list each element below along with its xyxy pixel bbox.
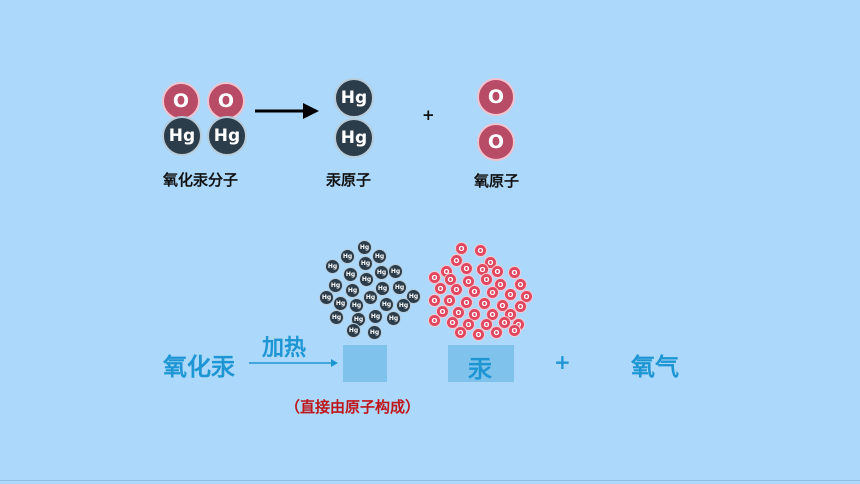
oxygen-atom: O: [162, 82, 200, 120]
mercury-atom: Hg: [375, 281, 390, 296]
oxygen-atom: O: [508, 266, 521, 279]
divider: [0, 480, 860, 481]
oxygen-atom-label: 氧原子: [474, 172, 520, 190]
mercury-atom: Hg: [357, 240, 372, 255]
oxygen-atom: O: [514, 278, 527, 291]
oxygen-atom: O: [474, 244, 487, 257]
mercury-atom: Hg: [328, 278, 343, 293]
mercury-atom: Hg: [329, 310, 344, 325]
oxygen-atom: O: [508, 324, 521, 337]
oxygen-atom: O: [434, 282, 447, 295]
reactant-mercury-oxide: 氧化汞: [163, 353, 235, 381]
oxygen-atom: O: [428, 294, 441, 307]
mercury-atom: Hg: [343, 267, 358, 282]
mercury-product-box: [448, 345, 514, 382]
mercury-atom: Hg: [379, 297, 394, 312]
mercury-atom: Hg: [162, 116, 202, 156]
mercury-atom: Hg: [368, 309, 383, 324]
note-made-of-atoms: （直接由原子构成）: [285, 398, 421, 416]
oxygen-atom: O: [446, 316, 459, 329]
mercury-atom: Hg: [333, 296, 348, 311]
oxygen-atom: O: [520, 290, 533, 303]
mercury-atom: Hg: [334, 118, 374, 158]
mercury-oxide-molecule-label: 氧化汞分子: [163, 171, 239, 189]
oxygen-atom: O: [472, 328, 485, 341]
oxygen-atom: O: [480, 273, 493, 286]
product-mercury: 汞: [468, 355, 492, 383]
oxygen-atom: O: [490, 326, 503, 339]
mercury-atom: Hg: [372, 249, 387, 264]
oxygen-atom: O: [450, 283, 463, 296]
plus-sign: +: [554, 350, 571, 374]
mercury-atom: Hg: [325, 259, 340, 274]
oxygen-atom: O: [468, 308, 481, 321]
mercury-atom: Hg: [346, 323, 361, 338]
oxygen-atom: O: [436, 305, 449, 318]
oxygen-atom: O: [460, 262, 473, 275]
oxygen-atom: O: [504, 288, 517, 301]
condition-arrow: [249, 359, 338, 367]
reaction-condition-heat: 加热: [262, 336, 307, 361]
oxygen-atom: O: [486, 308, 499, 321]
mercury-atom: Hg: [359, 272, 374, 287]
oxygen-atom: O: [454, 326, 467, 339]
mercury-atom: Hg: [392, 280, 407, 295]
mercury-atom: Hg: [386, 311, 401, 326]
oxygen-atom: O: [452, 306, 465, 319]
mercury-atom: Hg: [406, 289, 421, 304]
oxygen-atom: O: [460, 296, 473, 309]
oxygen-atom: O: [477, 78, 515, 116]
oxygen-atom: O: [478, 297, 491, 310]
mercury-atom: Hg: [358, 256, 373, 271]
mercury-atom: Hg: [388, 264, 403, 279]
oxygen-atom: O: [455, 242, 468, 255]
oxygen-atom: O: [477, 123, 515, 161]
oxygen-atom: O: [514, 300, 527, 313]
oxygen-atom: O: [498, 316, 511, 329]
oxygen-atom: O: [450, 254, 463, 267]
oxygen-atom: O: [486, 286, 499, 299]
mercury-atom: Hg: [349, 298, 364, 313]
oxygen-atom: O: [443, 294, 456, 307]
blank-answer-box: [343, 345, 387, 382]
reaction-arrow: [255, 103, 319, 119]
mercury-atom: Hg: [319, 290, 334, 305]
mercury-atom: Hg: [340, 249, 355, 264]
product-oxygen: 氧气: [631, 353, 679, 381]
mercury-atom-label: 汞原子: [326, 171, 372, 189]
oxygen-atom: O: [428, 314, 441, 327]
oxygen-atom: O: [468, 285, 481, 298]
oxygen-atom: O: [491, 265, 504, 278]
mercury-atom: Hg: [345, 283, 360, 298]
mercury-atom: Hg: [367, 325, 382, 340]
oxygen-atom: O: [207, 82, 245, 120]
mercury-atom: Hg: [374, 265, 389, 280]
oxygen-atom: O: [480, 318, 493, 331]
mercury-atom: Hg: [207, 116, 247, 156]
plus-sign: +: [422, 106, 435, 124]
mercury-atom: Hg: [334, 78, 374, 118]
mercury-atom: Hg: [363, 290, 378, 305]
mercury-atom: Hg: [396, 298, 411, 313]
